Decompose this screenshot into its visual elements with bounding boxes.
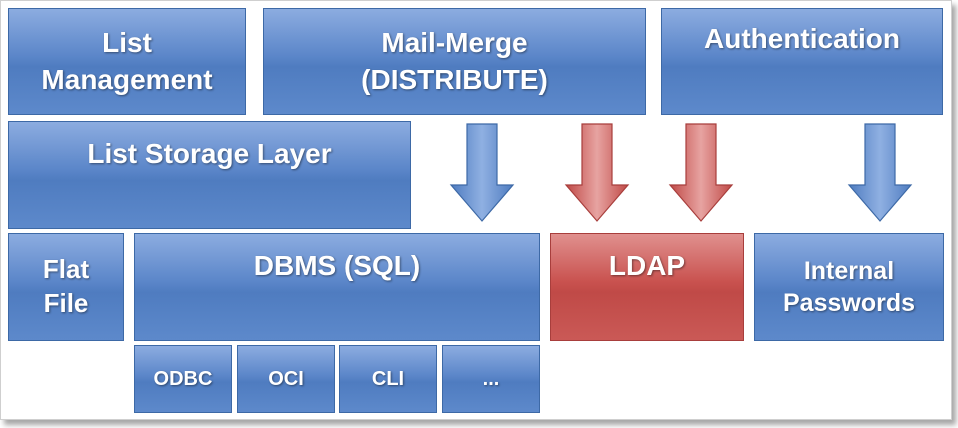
dbms-sql-box: DBMS (SQL): [134, 233, 540, 341]
list-management-box: List Management: [8, 8, 246, 115]
authentication-box: Authentication: [661, 8, 943, 115]
list-storage-layer-box: List Storage Layer: [8, 121, 411, 229]
arrow-to-ldap-1: [564, 123, 630, 222]
diagram-frame: List Management Mail-Merge (DISTRIBUTE) …: [0, 0, 952, 420]
oci-box: OCI: [237, 345, 335, 413]
cli-box: CLI: [339, 345, 437, 413]
arrow-to-internal-passwords: [847, 123, 913, 222]
flat-file-box: Flat File: [8, 233, 124, 341]
more-box: ...: [442, 345, 540, 413]
ldap-box: LDAP: [550, 233, 744, 341]
odbc-box: ODBC: [134, 345, 232, 413]
internal-passwords-box: Internal Passwords: [754, 233, 944, 341]
arrow-to-dbms: [449, 123, 515, 222]
mail-merge-box: Mail-Merge (DISTRIBUTE): [263, 8, 646, 115]
arrow-to-ldap-2: [668, 123, 734, 222]
